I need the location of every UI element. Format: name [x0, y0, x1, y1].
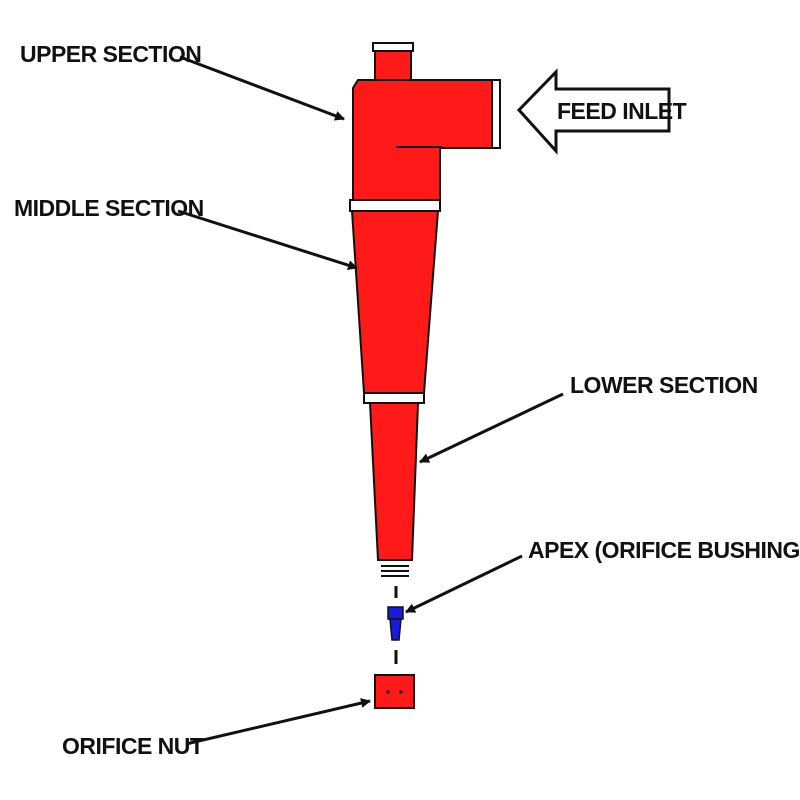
- top-cap-ring: [372, 42, 414, 52]
- middle-section-cone: [350, 210, 440, 394]
- orifice-nut: [374, 674, 415, 709]
- upper-section-label: UPPER SECTION: [20, 41, 201, 67]
- middle-section-label: MIDDLE SECTION: [14, 195, 204, 221]
- lower-section-cone: [368, 402, 420, 561]
- apex-arrow: [405, 554, 523, 614]
- hydrocyclone: [349, 42, 501, 709]
- orifice-nut-label: ORIFICE NUT: [62, 733, 204, 759]
- orifice-nut-arrow: [185, 698, 371, 746]
- middle-section-arrow: [177, 209, 358, 271]
- feed-inlet-flange: [491, 79, 501, 149]
- apex-bushing: [387, 606, 404, 641]
- middle-lower-ring: [363, 392, 425, 404]
- lower-section-arrow: [419, 392, 564, 464]
- upper-section-arrow: [179, 55, 345, 121]
- thread-lines: [381, 565, 409, 577]
- upper-section-body: [352, 79, 501, 201]
- feed-inlet-label: FEED INLET: [557, 98, 687, 124]
- leader-arrows: [177, 55, 564, 746]
- lower-section-label: LOWER SECTION: [570, 372, 758, 398]
- vortex-finder: [374, 50, 412, 81]
- upper-middle-ring: [349, 199, 441, 212]
- feed-inlet-arrow: FEED INLET: [516, 68, 687, 155]
- apex-label: APEX (ORIFICE BUSHING): [528, 537, 800, 563]
